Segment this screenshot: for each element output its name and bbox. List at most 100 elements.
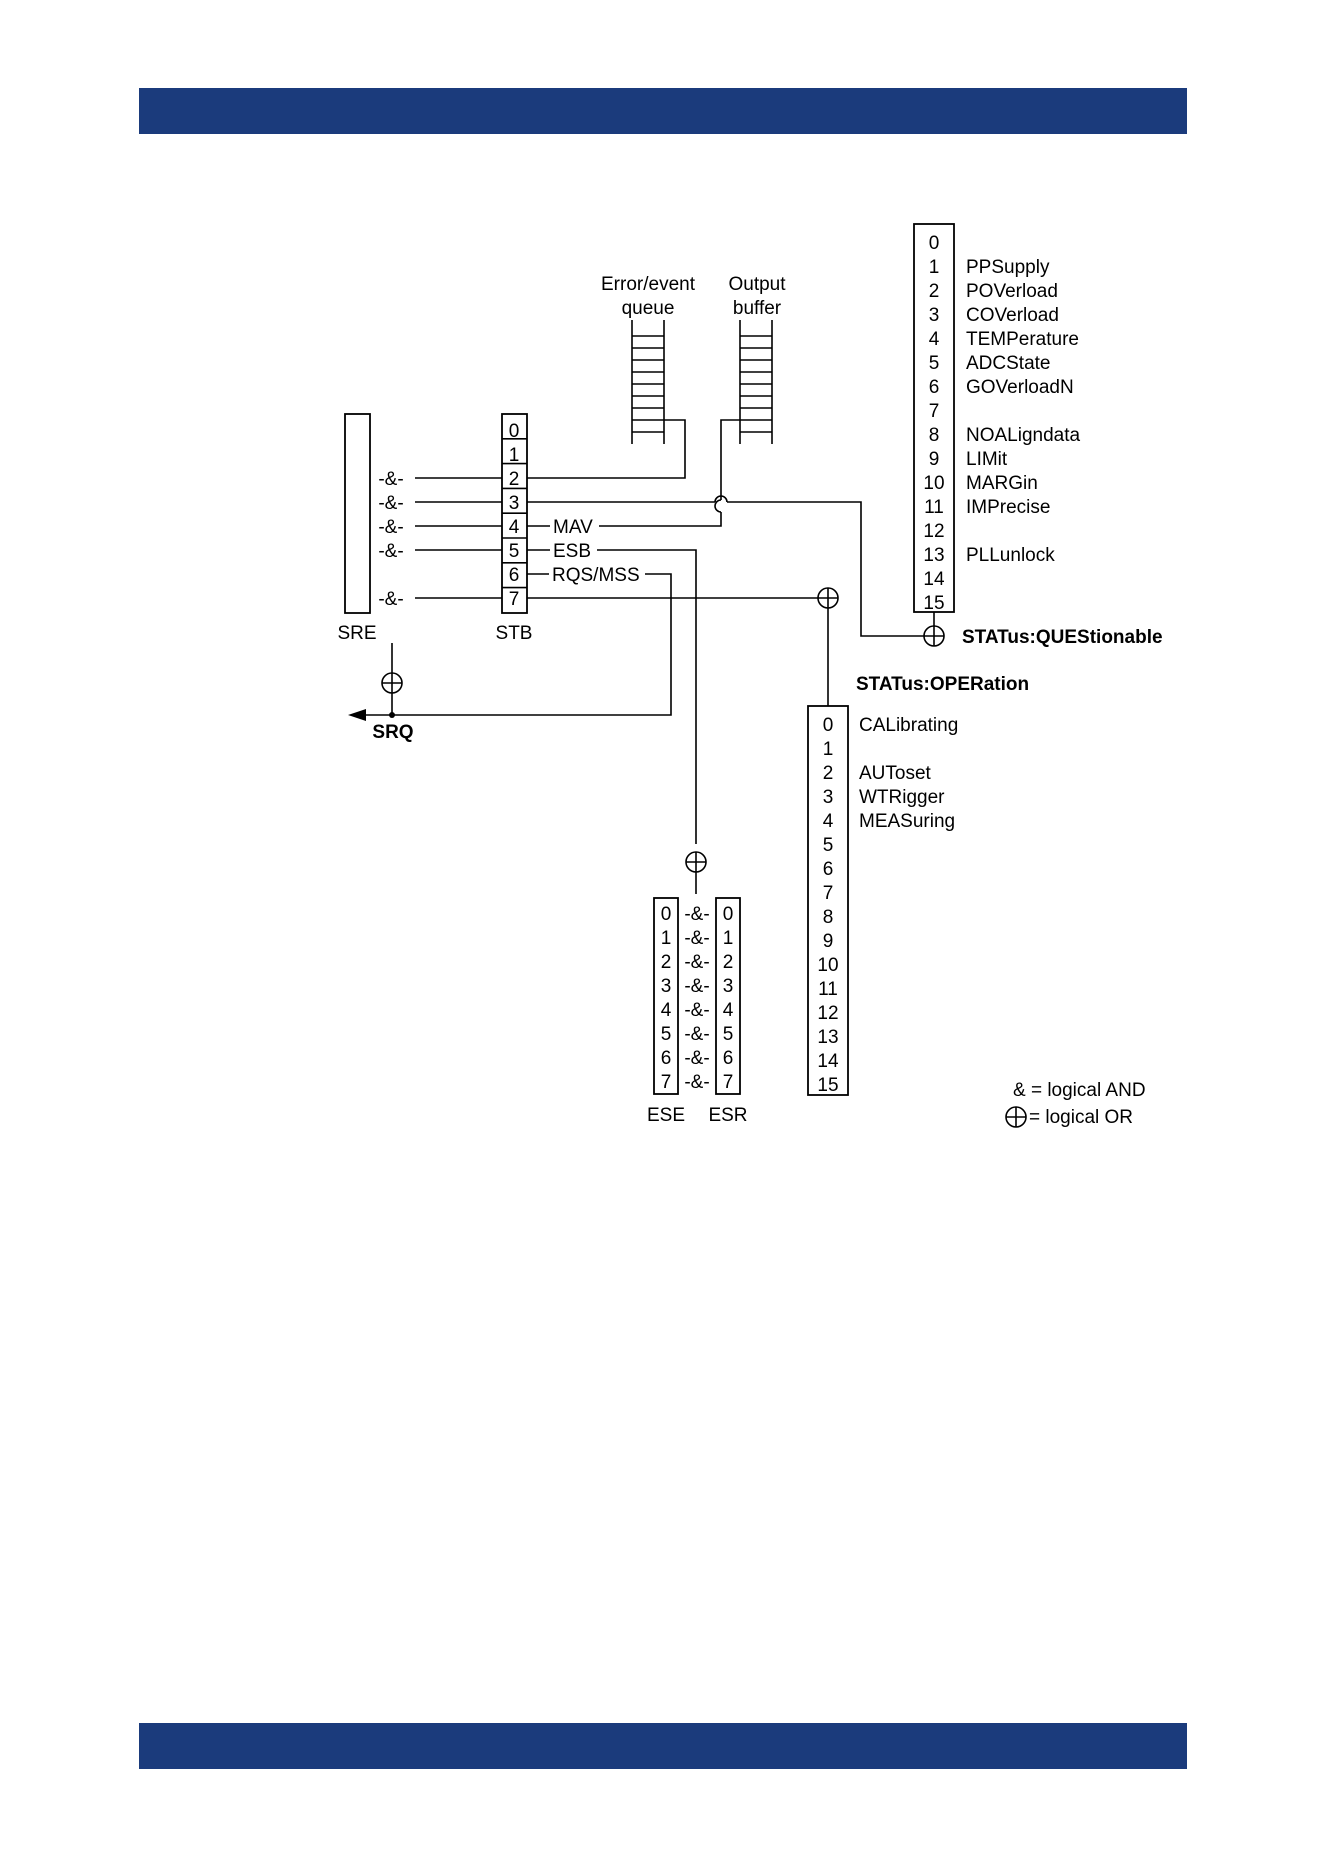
operation-bit: 4 [823,811,834,832]
sre-and-mark: -&- [378,493,403,514]
esr-bit: 3 [723,976,734,997]
questionable-title: STATus:QUEStionable [962,627,1163,648]
questionable-bit: 6 [929,377,940,398]
questionable-bit-name: MARGin [966,473,1038,494]
operation-title: STATus:OPERation [856,674,1029,695]
ese-bit: 0 [661,904,672,925]
ese-esr-and-mark: -&- [684,1048,709,1069]
questionable-bit: 13 [923,545,944,566]
or-sre-icon [381,672,403,694]
questionable-bit: 10 [923,473,944,494]
output-buffer-title-1: Output [728,274,786,295]
stb-bit: 1 [509,445,520,466]
questionable-bit-name: PLLunlock [966,545,1055,566]
stb-bit: 2 [509,469,520,490]
operation-bit: 5 [823,835,834,856]
questionable-bit: 11 [924,497,944,518]
questionable-bit-name: COVerload [966,305,1059,326]
sre-and-mark: -&- [378,541,403,562]
ese-bit: 1 [661,928,672,949]
error-queue-title-1: Error/event [601,274,696,295]
esr-bit: 7 [723,1072,734,1093]
operation-bit: 2 [823,763,834,784]
legend-or: = logical OR [1029,1107,1133,1128]
srq-arrow-icon [348,709,366,721]
operation-bit-name: WTRigger [859,787,945,808]
esr-bit: 5 [723,1024,734,1045]
ese-bit: 4 [661,1000,672,1021]
sre-and-mark: -&- [378,589,403,610]
esr-bit: 2 [723,952,734,973]
questionable-bit: 2 [929,281,940,302]
questionable-bit-name: IMPrecise [966,497,1050,518]
esr-register [715,897,741,1095]
operation-bit: 12 [817,1003,838,1024]
esr-label: ESR [708,1105,747,1126]
or-questionable-icon [923,625,945,647]
stb-bit: 6 [509,565,520,586]
questionable-bit-name: NOALigndata [966,425,1081,446]
operation-bit: 11 [818,979,838,1000]
legend-or-icon [1005,1106,1027,1128]
esr-bit: 6 [723,1048,734,1069]
ese-label: ESE [647,1105,685,1126]
operation-bit: 8 [823,907,834,928]
sre-and-mark: -&- [378,469,403,490]
questionable-bit: 9 [929,449,940,470]
questionable-bit: 15 [923,593,944,614]
operation-bit: 6 [823,859,834,880]
stb-bit: 0 [509,421,520,442]
operation-bit: 10 [817,955,838,976]
header-band [139,88,1187,134]
ese-esr-and-mark: -&- [684,952,709,973]
or-operation-icon [817,587,839,609]
questionable-bit: 12 [923,521,944,542]
questionable-bit-name: POVerload [966,281,1058,302]
ese-bit: 5 [661,1024,672,1045]
questionable-bit: 1 [929,257,940,278]
ese-esr-and-mark: -&- [684,1072,709,1093]
questionable-bit-name: GOVerloadN [966,377,1074,398]
sre-and-mark: -&- [378,517,403,538]
stb-label: STB [496,623,533,644]
questionable-bit-name: PPSupply [966,257,1050,278]
ese-bit: 2 [661,952,672,973]
questionable-bit: 8 [929,425,940,446]
or-event-status-icon [685,851,707,873]
stb-bit: 7 [509,589,520,610]
stb-rqs-label: RQS/MSS [552,565,640,586]
operation-bit: 7 [823,883,834,904]
legend-and: & = logical AND [1013,1080,1146,1101]
esr-bit: 1 [723,928,734,949]
stb-mav-label: MAV [553,517,593,538]
operation-bit-name: MEASuring [859,811,955,832]
questionable-bit: 0 [929,233,940,254]
ese-esr-and-mark: -&- [684,1000,709,1021]
questionable-bit: 4 [929,329,940,350]
error-event-queue [631,320,665,444]
ese-esr-and-mark: -&- [684,904,709,925]
operation-register [807,705,849,1096]
operation-bit-name: AUToset [859,763,932,784]
ese-esr-and-mark: -&- [684,928,709,949]
questionable-bit-name: TEMPerature [966,329,1079,350]
questionable-bit-name: LIMit [966,449,1008,470]
questionable-bit: 5 [929,353,940,374]
questionable-bit: 7 [929,401,940,422]
ese-esr-and-mark: -&- [684,976,709,997]
stb-esb-label: ESB [553,541,591,562]
stb-bit: 5 [509,541,520,562]
output-buffer-title-2: buffer [733,298,782,319]
sre-label: SRE [337,623,376,644]
questionable-bit: 3 [929,305,940,326]
questionable-bit: 14 [923,569,945,590]
sre-register [344,413,371,614]
operation-bit: 0 [823,715,834,736]
footer-band [139,1723,1187,1769]
questionable-register [913,223,955,613]
ese-esr-and-mark: -&- [684,1024,709,1045]
output-buffer [739,320,773,444]
operation-bit: 1 [823,739,834,760]
operation-bit: 9 [823,931,834,952]
